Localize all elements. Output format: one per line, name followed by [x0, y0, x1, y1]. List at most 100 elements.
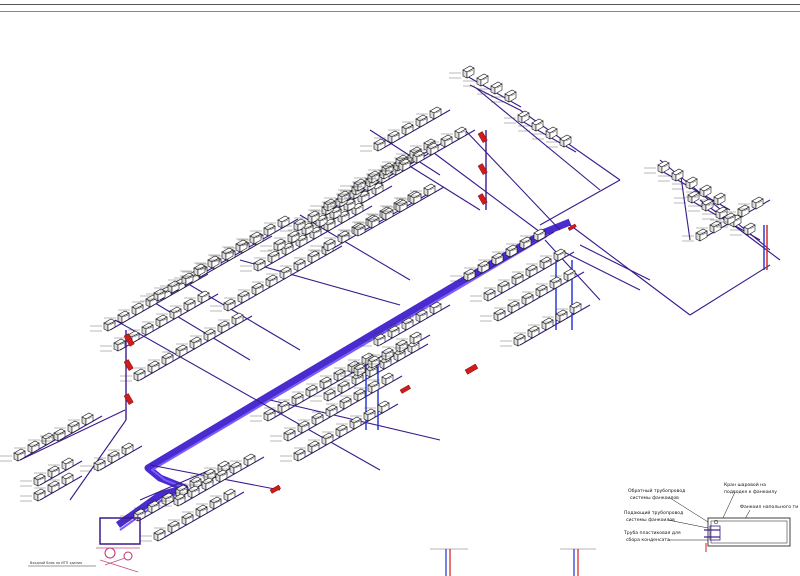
dimension-tag: [500, 340, 512, 347]
branch-pipe: [679, 169, 691, 241]
dimension-tag: [210, 305, 222, 312]
pump-icon: [104, 547, 116, 559]
dimension-tag: [382, 206, 394, 213]
dimension-tag: [134, 507, 146, 514]
fan-coil-unit-icon: [229, 461, 242, 475]
dimension-tag: [491, 96, 503, 103]
legend-return-line-2: системы фанкоилов: [630, 495, 679, 501]
fan-coil-unit-icon: [477, 260, 490, 274]
dimension-tag: [322, 431, 334, 438]
dimension-tag: [202, 476, 214, 483]
fan-coil-unit-icon: [235, 239, 248, 253]
dimension-tag: [68, 419, 80, 426]
fan-coil-unit-icon: [713, 192, 726, 206]
dimension-tag: [14, 447, 26, 454]
dimension-tag: [322, 201, 334, 208]
dimension-tag: [518, 125, 530, 132]
dimension-tag: [644, 167, 656, 174]
dimension-tag: [308, 249, 320, 256]
dimension-tag: [354, 177, 366, 184]
fan-coil-unit-icon: [215, 469, 228, 483]
dimension-tag: [484, 287, 496, 294]
dimension-tag: [682, 235, 694, 242]
dimension-tag: [280, 265, 292, 272]
branch-pipe: [19, 435, 63, 461]
dimension-tag: [284, 427, 296, 434]
dimension-tag: [270, 435, 282, 442]
dimension-tag: [338, 229, 350, 236]
fan-coil-unit-icon: [505, 244, 518, 258]
fan-coil-unit-icon: [203, 328, 216, 342]
red-heater-icon: [477, 131, 488, 143]
dimension-tag: [326, 403, 338, 410]
red-heater-icon: [399, 384, 411, 394]
legend-valve-line-1: Кран шаровой на: [724, 481, 766, 488]
dimension-tag: [250, 415, 262, 422]
fan-coil-unit-icon: [337, 210, 350, 224]
dimension-tag: [148, 499, 160, 506]
dimension-tag: [174, 492, 186, 499]
dimension-tag: [738, 203, 750, 210]
fan-coil-unit-icon: [253, 258, 266, 272]
fan-coil-unit-icon: [13, 448, 26, 462]
dimension-tag: [216, 468, 228, 475]
fan-coil-unit-icon: [357, 190, 370, 204]
dimension-tag: [336, 193, 348, 200]
fan-coil-unit-icon: [545, 126, 558, 140]
dimension-tag: [288, 229, 300, 236]
fan-coil-unit-icon: [535, 284, 548, 298]
dimension-tag: [294, 257, 306, 264]
fan-coil-unit-icon: [121, 442, 134, 456]
fan-coil-unit-icon: [293, 448, 306, 462]
fan-coil-unit-icon: [53, 428, 66, 442]
fan-coil-unit-icon: [533, 228, 546, 242]
red-heater-icon: [123, 393, 134, 405]
fan-coil-unit-icon: [507, 300, 520, 314]
dimension-tag: [374, 332, 386, 339]
dimension-tag: [730, 229, 742, 236]
dimension-tag: [340, 185, 352, 192]
fan-coil-unit-icon: [153, 288, 166, 302]
dimension-tag: [296, 233, 308, 240]
red-heater-icon: [269, 484, 281, 494]
fan-coil-unit-icon: [161, 352, 174, 366]
dimension-tag: [492, 251, 504, 258]
fan-coil-unit-icon: [47, 465, 60, 479]
dimension-tag: [20, 495, 32, 502]
fan-coil-unit-icon: [371, 182, 384, 196]
fan-coil-unit-icon: [311, 412, 324, 426]
dimension-tag: [224, 297, 236, 304]
dimension-tag: [182, 271, 194, 278]
dimension-tag: [330, 205, 342, 212]
dimension-tag: [230, 460, 242, 467]
fan-coil-unit-icon: [337, 380, 350, 394]
fan-coil-unit-icon: [353, 223, 366, 237]
fan-coil-unit-icon: [723, 212, 736, 226]
fan-coil-unit-icon: [173, 493, 186, 507]
dimension-tag: [366, 173, 378, 180]
red-heaters: [123, 131, 577, 494]
fan-coil-unit-icon: [277, 215, 290, 229]
dimension-tag: [480, 315, 492, 322]
dimension-tag: [188, 484, 200, 491]
dimension-tag: [508, 299, 520, 306]
dimension-tag: [218, 319, 230, 326]
fan-coil-unit-icon: [527, 325, 540, 339]
dimension-tag: [338, 209, 350, 216]
dimension-tag: [160, 285, 172, 292]
fan-coil-unit-icon: [117, 310, 130, 324]
dimension-tag: [170, 305, 182, 312]
dimension-tag: [156, 313, 168, 320]
dimension-tag: [90, 325, 102, 332]
branch-pipe: [579, 244, 651, 281]
dimension-tag: [354, 387, 366, 394]
fan-coil-unit-icon: [133, 508, 146, 522]
fan-coil-unit-icon: [671, 168, 684, 182]
fan-coil-unit-icon: [113, 338, 126, 352]
cluster-connections: [96, 547, 140, 573]
branch-pipe: [139, 469, 211, 501]
fan-coil-unit-icon: [569, 301, 582, 315]
branch-pipe: [149, 464, 281, 491]
dimension-tag: [348, 359, 360, 366]
dimension-tag: [224, 247, 236, 254]
